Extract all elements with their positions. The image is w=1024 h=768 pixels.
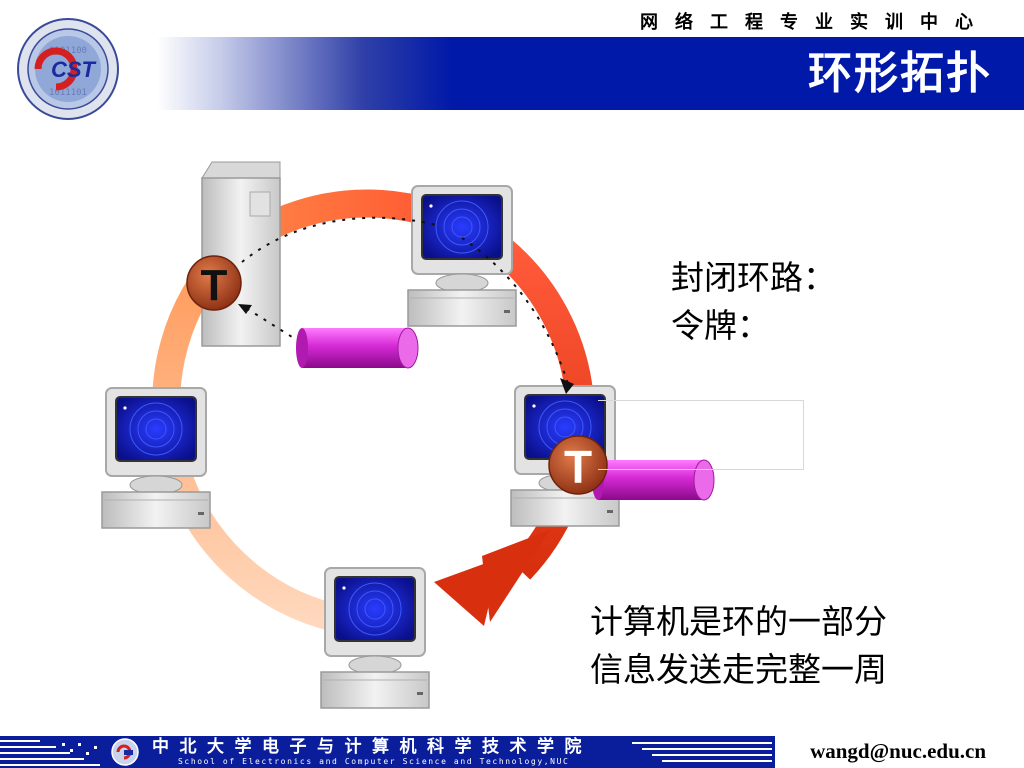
text-closed-ring: 封闭环路： <box>671 258 836 297</box>
computer-top <box>407 185 517 327</box>
footer-decoration-left <box>0 740 100 766</box>
text-full-circle: 信息发送走完整一周 <box>590 650 887 689</box>
school-logo: 0101100 1011101 CST <box>17 18 119 120</box>
contact-email[interactable]: wangd@nuc.edu.cn <box>810 739 986 763</box>
server-node <box>201 161 281 347</box>
token-left: T <box>186 255 242 311</box>
university-name: 中北大学电子与计算机科学技术学院 <box>152 737 592 757</box>
text-computer-part: 计算机是环的一部分 <box>590 602 887 641</box>
center-name: 网络工程专业实训中心 <box>640 12 990 33</box>
packet-left <box>296 327 419 369</box>
token-right: T <box>548 435 608 495</box>
logo-lettering: CST <box>51 57 97 82</box>
slide-title: 环形拓扑 <box>808 48 992 99</box>
token-right-label: T <box>564 441 592 493</box>
footer-decoration-right <box>632 742 772 762</box>
callout-box <box>598 400 804 470</box>
computer-bottom <box>320 567 430 709</box>
computer-left <box>101 387 211 529</box>
token-path-return <box>245 307 301 343</box>
token-path-right <box>461 237 569 385</box>
header-band <box>130 37 1024 110</box>
footer-logo <box>111 738 139 766</box>
token-left-label: T <box>201 261 228 310</box>
text-token: 令牌： <box>671 306 770 345</box>
ring-arrow-head <box>482 530 550 622</box>
ring-segment-left <box>152 252 348 634</box>
svg-text:1011101: 1011101 <box>49 88 87 98</box>
svg-text:0101100: 0101100 <box>49 46 87 56</box>
university-name-en: School of Electronics and Computer Scien… <box>178 757 570 766</box>
